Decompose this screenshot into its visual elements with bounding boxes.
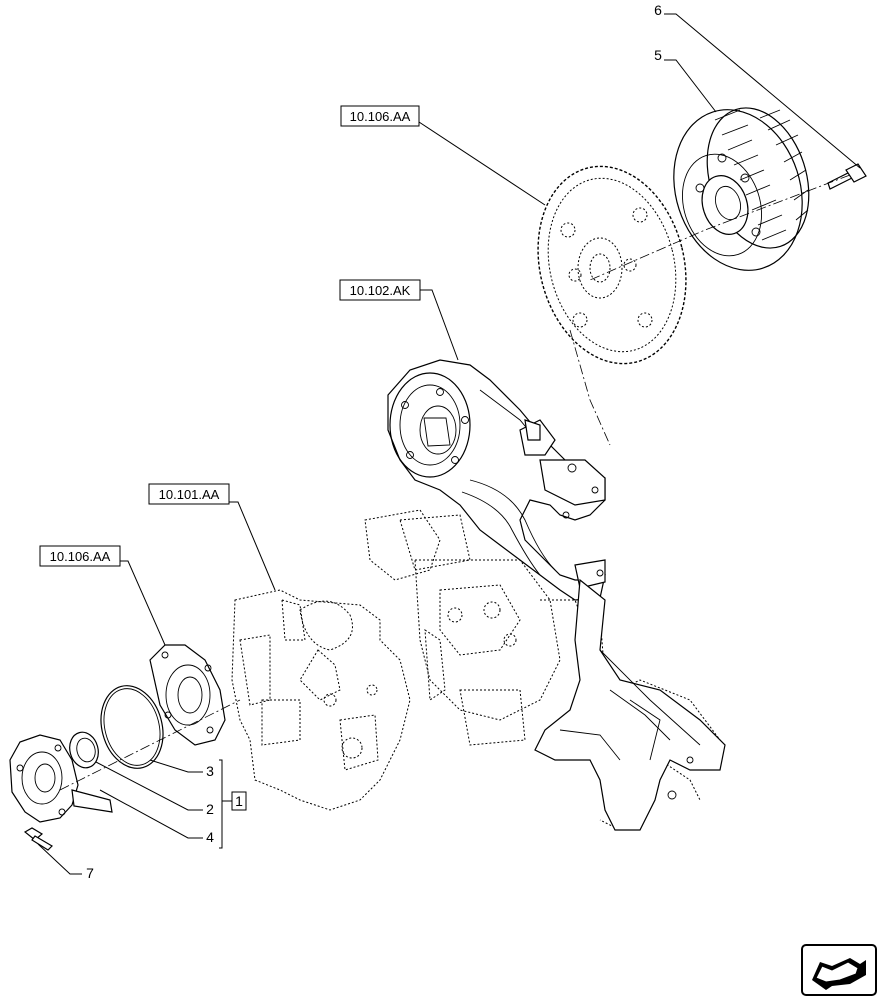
crankshaft-pulley <box>673 107 810 271</box>
leader-ref-top <box>418 121 546 206</box>
idler-gear-phantom <box>537 165 687 365</box>
callout-2: 2 <box>206 801 214 817</box>
leader-5 <box>664 59 717 113</box>
callout-7: 7 <box>86 865 94 881</box>
leader-7 <box>37 843 82 875</box>
kit-callout-box[interactable]: 1 <box>231 791 247 811</box>
leader-ref-pump <box>120 560 166 646</box>
o-ring <box>100 685 164 769</box>
ref-box-pump[interactable]: 10.106.AA <box>39 545 121 567</box>
callout-kit: 1 <box>235 793 243 809</box>
kit-bracket <box>219 759 223 849</box>
ref-box-block[interactable]: 10.101.AA <box>148 483 230 505</box>
ref-housing-label: 10.102.AK <box>350 283 411 298</box>
leader-ref-housing <box>420 289 459 361</box>
assembly-axes <box>59 174 851 791</box>
cover-plate <box>9 734 113 823</box>
pump-body <box>149 644 226 746</box>
seal-ring <box>69 731 99 769</box>
ref-box-housing[interactable]: 10.102.AK <box>339 279 421 301</box>
leader-6 <box>664 13 861 169</box>
timing-cover <box>534 578 726 831</box>
leader-ref-block <box>229 501 276 591</box>
ref-top-label: 10.106.AA <box>350 109 411 124</box>
ref-block-label: 10.101.AA <box>159 487 220 502</box>
cover-bolt <box>23 827 53 851</box>
callout-4: 4 <box>206 829 214 845</box>
leader-3 <box>149 759 203 773</box>
ref-box-top[interactable]: 10.106.AA <box>340 105 420 127</box>
timing-gear-housing <box>387 359 606 601</box>
arrow-left-icon[interactable] <box>801 944 877 996</box>
callout-3: 3 <box>206 763 214 779</box>
callout-6: 6 <box>654 2 662 18</box>
ref-pump-label: 10.106.AA <box>50 549 111 564</box>
leader-4 <box>99 789 203 839</box>
leader-2 <box>95 761 203 811</box>
callout-5: 5 <box>654 47 662 63</box>
